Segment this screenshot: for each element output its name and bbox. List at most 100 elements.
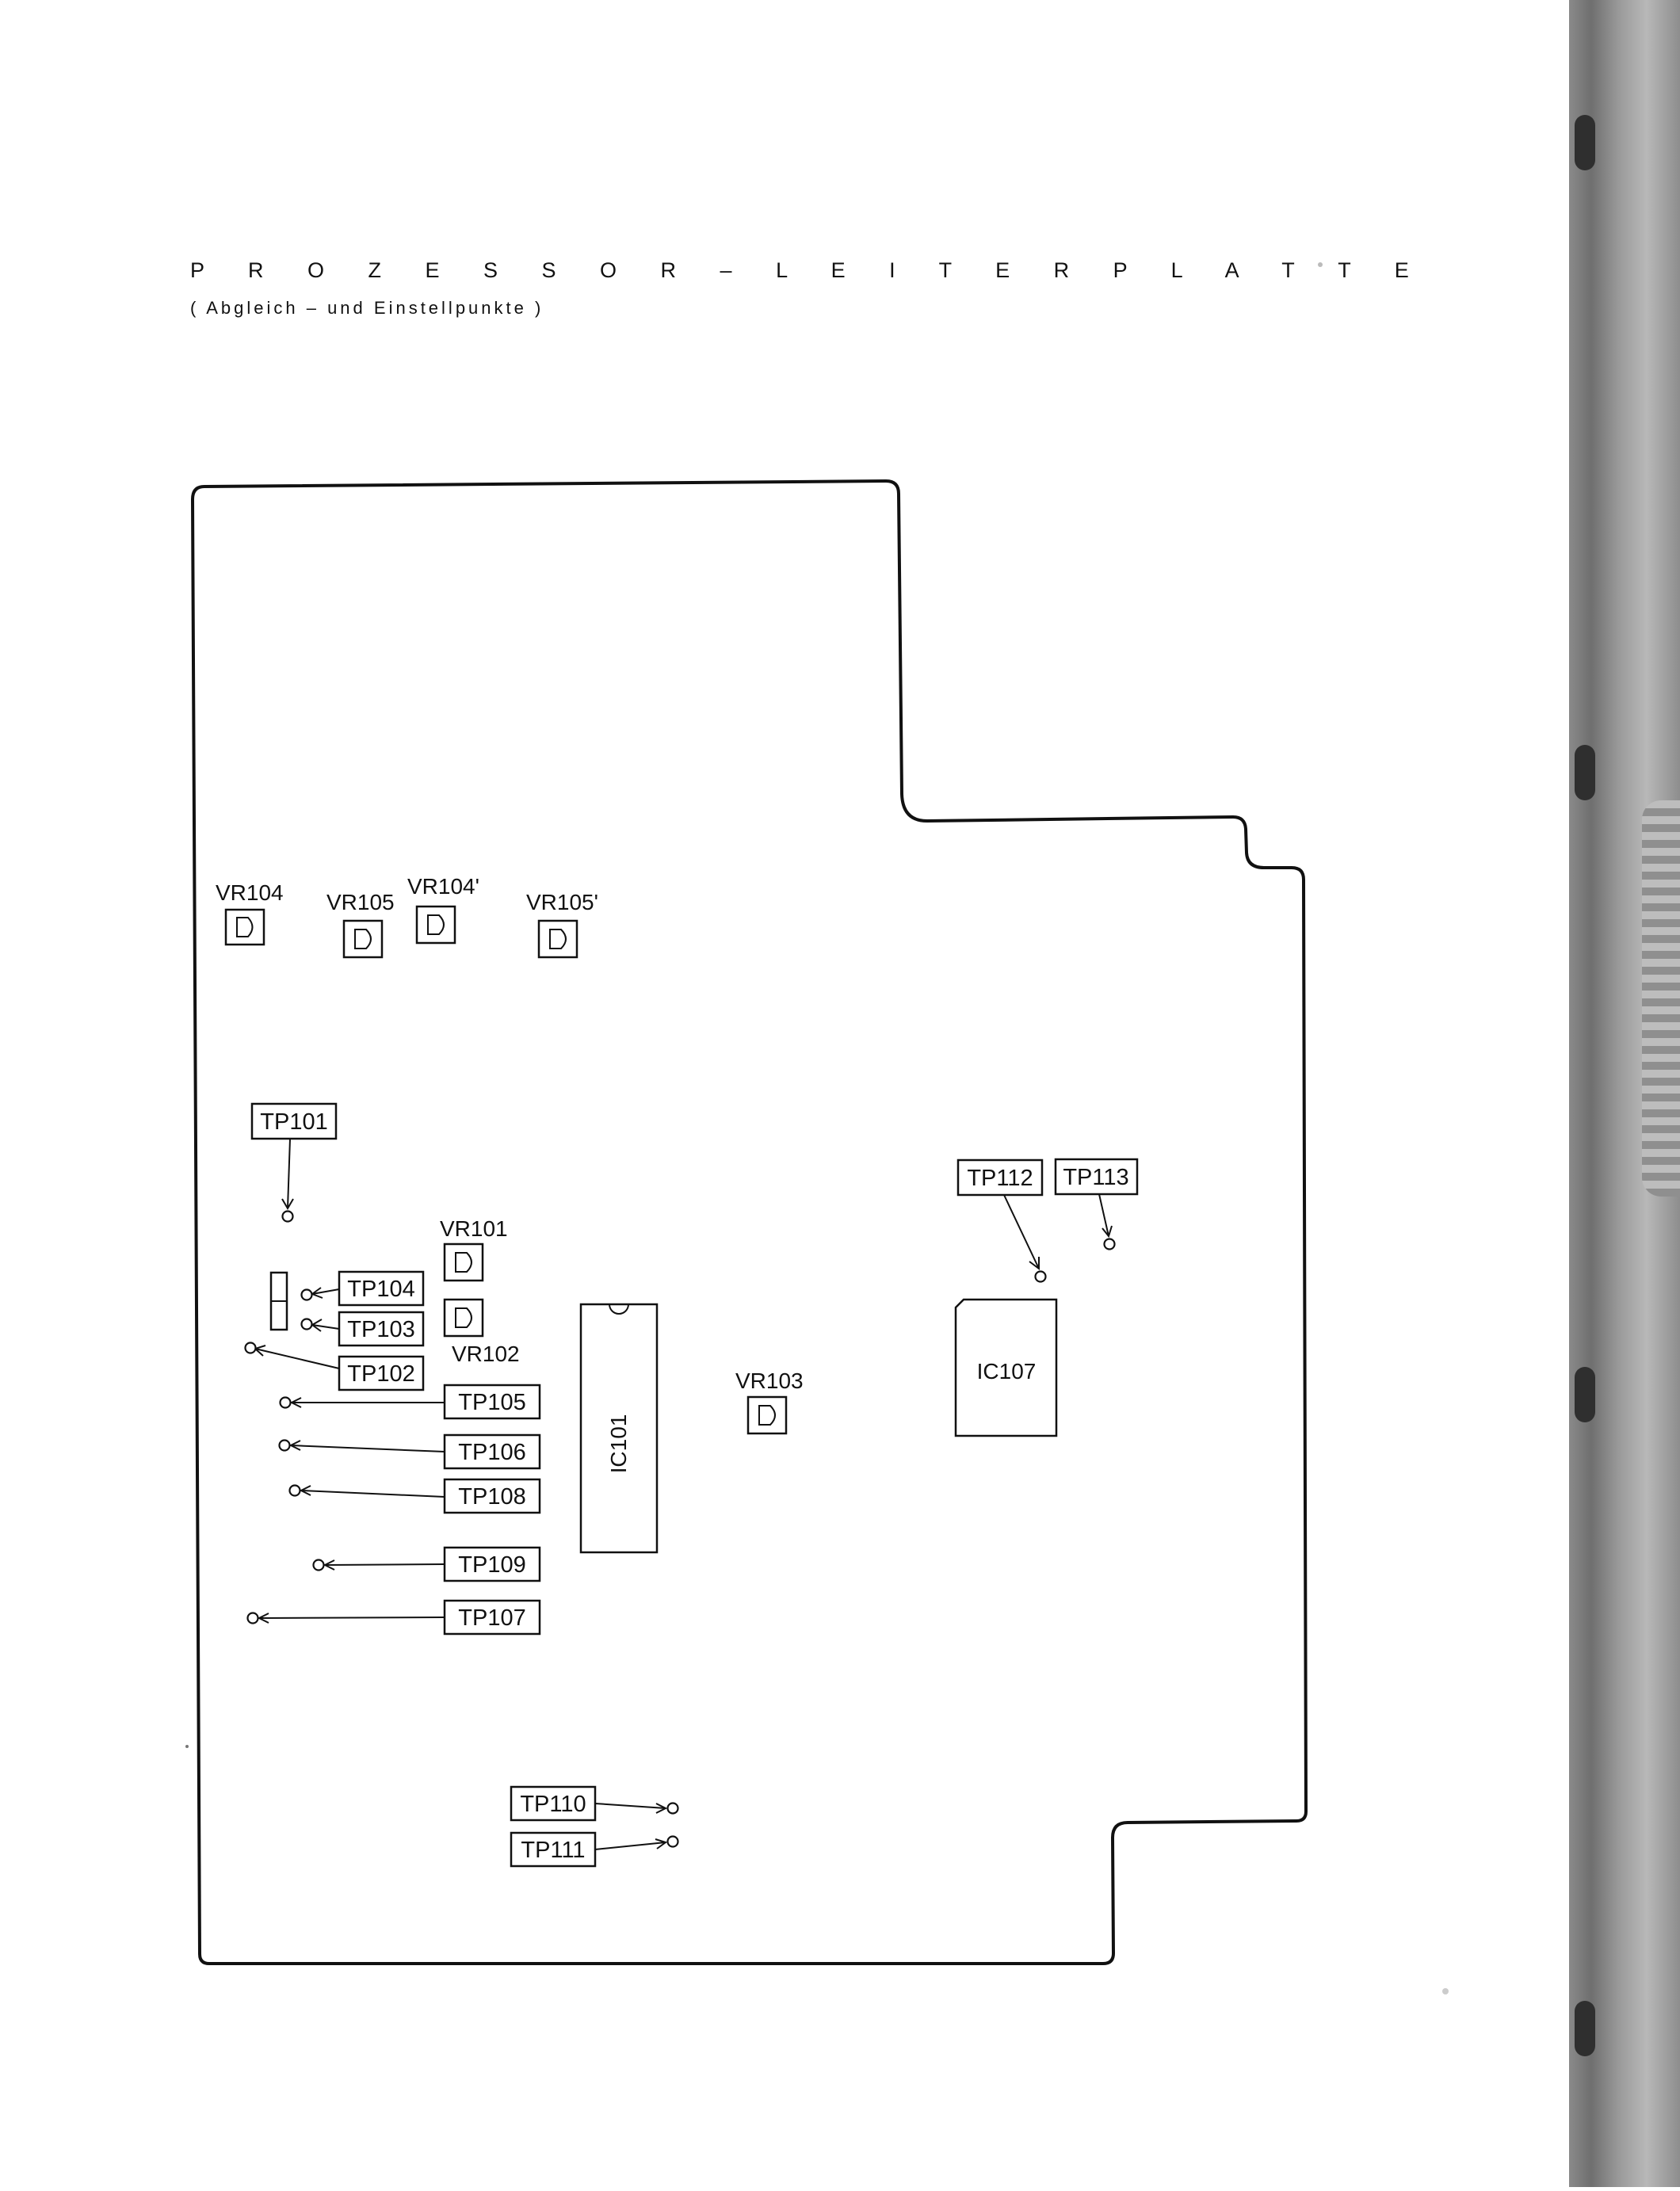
test-point-tp103: TP103 [300,1311,425,1347]
vr104b-label: VR104' [407,874,479,899]
tp109-lead [324,1563,445,1566]
tp107-arrow [257,1613,269,1624]
tp111-lead [594,1842,666,1850]
tp106-lead [290,1445,445,1452]
vr105-body [342,919,384,959]
scan-speck [1442,1988,1449,1994]
tp109-arrow [323,1559,335,1571]
page-subtitle: ( Abgleich – und Einstellpunkte ) [190,298,544,318]
variable-resistor-vr102: VR102 [443,1298,520,1366]
binder-hole [1575,1367,1595,1422]
tp108-box [443,1478,541,1514]
variable-resistor-vr103: VR103 [735,1368,804,1435]
vr104b-body [415,905,456,945]
vr103-symbol [758,1405,776,1426]
tp112-label: TP112 [967,1166,1033,1191]
scan-speck [185,1745,189,1748]
tp109-box [443,1546,541,1582]
test-point-tp112: TP112 [956,1158,1047,1283]
test-point-tp108: TP108 [288,1478,541,1514]
tp112-arrow [1029,1257,1040,1270]
tp109-label: TP109 [458,1552,525,1578]
variable-resistor-vr105-prime: VR105' [526,890,598,959]
ic107-label: IC107 [977,1359,1037,1384]
test-point-tp107: TP107 [246,1599,541,1636]
binder-hole [1575,115,1595,170]
test-point-tp111: TP111 [510,1831,679,1868]
test-point-tp101: TP101 [250,1102,338,1223]
tp112-lead [1003,1194,1040,1269]
tp111-box [510,1831,597,1868]
tp108-point [288,1484,301,1497]
tp113-box [1054,1158,1139,1196]
tp108-lead [300,1490,445,1498]
tp110-point [666,1802,679,1815]
tp113-lead [1098,1193,1109,1237]
ic107-body [954,1298,1058,1437]
test-point-tp104: TP104 [300,1270,425,1307]
tp103-lead [311,1324,340,1330]
tp105-point [279,1396,292,1409]
vr105-symbol [354,929,372,949]
binding-comb [1642,800,1680,1197]
tp106-arrow [288,1440,301,1451]
tp107-point [246,1612,259,1624]
test-point-tp102: TP102 [244,1342,425,1391]
tp102-box [338,1355,425,1391]
tp107-lead [258,1617,445,1619]
tp106-label: TP106 [458,1440,525,1465]
test-point-tp109: TP109 [312,1546,541,1582]
ic101-body [579,1303,659,1554]
tp111-point [666,1835,679,1848]
tp112-point [1034,1270,1047,1283]
tp106-box [443,1433,541,1470]
tp104-lead [311,1288,340,1295]
vr104-body [224,908,265,946]
tp109-point [312,1559,325,1571]
tp110-lead [594,1803,666,1809]
tp103-point [300,1318,313,1330]
vr101-body [443,1242,484,1282]
ic101: IC101 [579,1303,659,1554]
vr102-body [443,1298,484,1338]
board-outline [191,479,1308,1965]
vr105b-label: VR105' [526,890,598,914]
tp110-arrow [655,1803,668,1814]
vr104-label: VR104 [216,880,284,905]
tp113-label: TP113 [1063,1165,1128,1190]
tp112-box [956,1158,1044,1197]
ic101-label: IC101 [606,1414,631,1474]
tp102-lead [254,1348,340,1369]
tp104-box [338,1270,425,1307]
vr104b-symbol [427,914,445,935]
variable-resistor-vr105: VR105 [326,890,395,959]
tp113-point [1103,1238,1116,1250]
tp113-arrow [1102,1225,1113,1239]
test-point-tp110: TP110 [510,1785,679,1822]
binder-hole [1575,2001,1595,2056]
tp106-point [278,1439,291,1452]
tp101-arrow [281,1198,294,1210]
tp103-label: TP103 [347,1317,414,1342]
tp101-box [250,1102,338,1140]
tp110-label: TP110 [520,1792,586,1817]
variable-resistor-vr104: VR104 [216,880,284,946]
vr103-label: VR103 [735,1368,804,1393]
vr105-label: VR105 [326,890,395,914]
tp111-arrow [655,1838,668,1849]
tp104-label: TP104 [347,1277,414,1302]
tp105-arrow [289,1397,302,1408]
tp104-point [300,1288,313,1301]
tp107-label: TP107 [458,1605,525,1631]
vr102-label: VR102 [452,1342,520,1366]
variable-resistor-vr104-prime: VR104' [407,874,479,945]
vr101-label: VR101 [440,1216,508,1241]
test-point-tp113: TP113 [1054,1158,1139,1250]
page-title: P R O Z E S S O R – L E I T E R P L A T … [190,258,1428,282]
tp111-label: TP111 [521,1838,585,1863]
scan-speck [1318,262,1323,267]
tp108-label: TP108 [458,1484,525,1510]
vr105b-symbol [549,929,567,949]
